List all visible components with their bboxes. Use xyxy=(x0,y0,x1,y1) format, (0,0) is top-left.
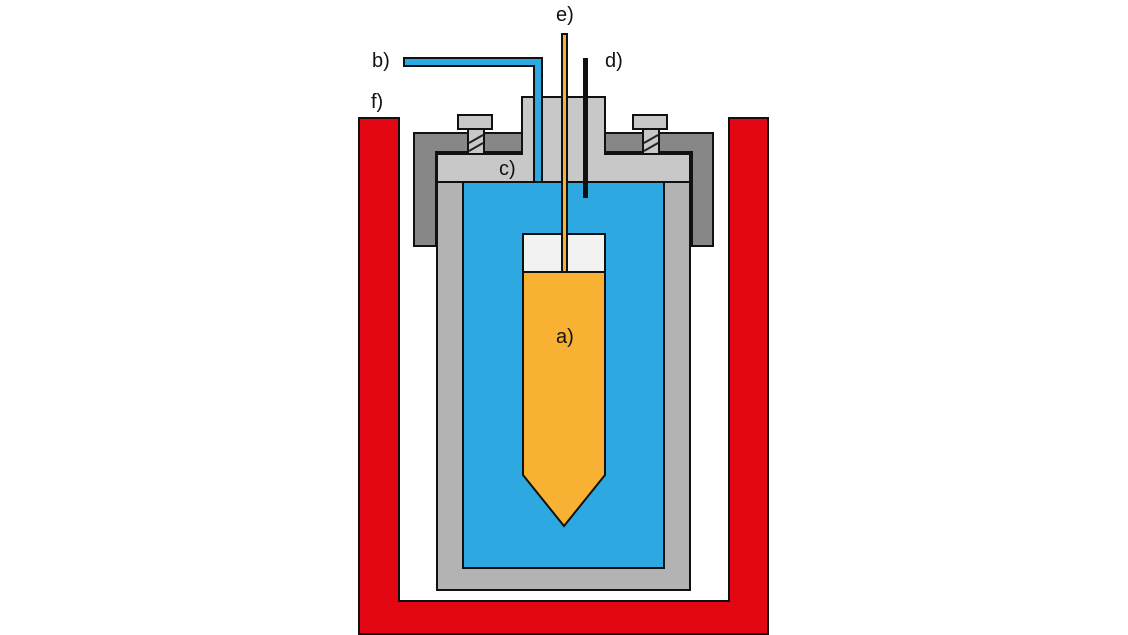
bolt-head xyxy=(457,114,493,130)
sample-tube xyxy=(522,233,606,528)
bolt-thread xyxy=(468,142,484,152)
inlet-tube xyxy=(403,57,543,183)
capillary-rod xyxy=(561,33,568,273)
bolt-left xyxy=(457,114,493,155)
label-d: d) xyxy=(605,50,623,72)
bolt-right xyxy=(632,114,668,155)
heating-jacket xyxy=(358,117,769,635)
label-f: f) xyxy=(371,91,383,113)
bolt-thread xyxy=(468,134,484,144)
bolt-head xyxy=(632,114,668,130)
label-e: e) xyxy=(556,4,574,26)
label-c: c) xyxy=(499,158,516,180)
label-a: a) xyxy=(556,326,574,348)
bolt-thread xyxy=(643,134,659,144)
temperature-probe xyxy=(583,58,588,198)
bolt-thread xyxy=(643,142,659,152)
label-b: b) xyxy=(372,50,390,72)
